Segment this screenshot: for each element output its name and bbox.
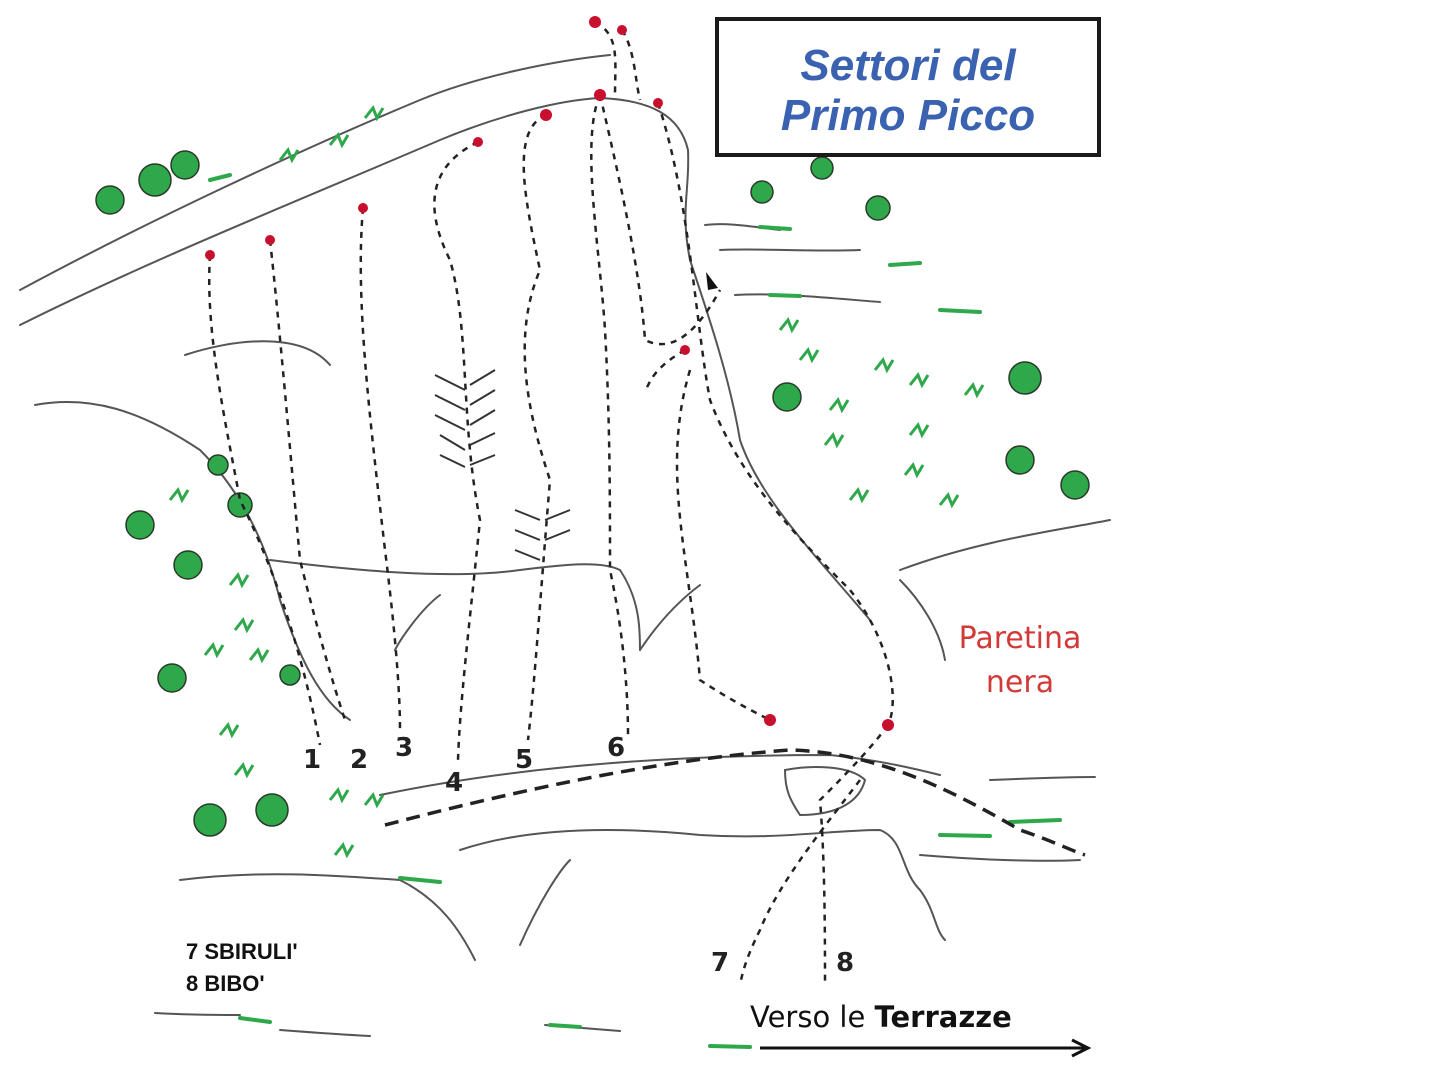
route-label-1: 1	[303, 745, 322, 775]
title-line-1: Settori del	[800, 41, 1016, 90]
trees	[95, 150, 1090, 837]
anchor-icon	[882, 719, 894, 731]
route-2-line	[268, 239, 347, 721]
route-label-5: 5	[515, 745, 534, 775]
rock-texture	[434, 369, 571, 561]
route-4-line	[433, 140, 482, 761]
anchor-icon	[653, 98, 663, 108]
sector-label: Paretina nera	[945, 617, 1095, 705]
route-1-line	[207, 254, 322, 746]
route-label-3: 3	[395, 733, 414, 763]
vegetation-strokes	[208, 173, 1062, 1049]
anchor-icon	[358, 203, 368, 213]
anchor-icon	[594, 89, 606, 101]
grass-tufts	[168, 105, 985, 859]
anchor-icon	[265, 235, 275, 245]
route-top-line	[594, 20, 722, 391]
route-label-4: 4	[445, 768, 464, 798]
anchor-icon	[473, 137, 483, 147]
sector-label-line-1: Paretina	[958, 621, 1082, 656]
anchor-icon	[540, 109, 552, 121]
route-5-line	[522, 113, 552, 741]
legend-item: 7 SBIRULI'	[186, 939, 298, 964]
anchor-icon	[680, 345, 690, 355]
route-right-line	[656, 102, 894, 726]
route-label-6: 6	[607, 733, 626, 763]
direction-label: Verso le Terrazze	[750, 1000, 1012, 1034]
anchor-icon	[589, 16, 601, 28]
direction-prefix: Verso le	[750, 1000, 866, 1034]
route-label-2: 2	[350, 745, 369, 775]
anchor-icon	[764, 714, 776, 726]
rock-outlines	[19, 54, 1111, 1037]
anchor-icon	[617, 25, 627, 35]
direction-arrow	[760, 1038, 1092, 1058]
direction-place: Terrazze	[874, 1000, 1012, 1034]
route-label-7: 7	[711, 948, 730, 978]
title-box: Settori del Primo Picco	[715, 17, 1101, 157]
anchor-points	[205, 16, 894, 731]
route-arrow-icon	[706, 272, 718, 290]
route-8-line	[818, 724, 890, 986]
route-label-8: 8	[836, 948, 855, 978]
title-line-2: Primo Picco	[780, 91, 1036, 140]
route-7-line	[675, 369, 861, 986]
route-legend: 7 SBIRULI' 8 BIBO'	[186, 936, 298, 1000]
route-6-line	[590, 94, 630, 736]
route-3-line	[359, 207, 402, 731]
anchor-icon	[205, 250, 215, 260]
sector-label-line-2: nera	[985, 665, 1055, 700]
climbing-routes	[207, 20, 894, 986]
approach-path	[384, 748, 1086, 857]
legend-item: 8 BIBO'	[186, 971, 265, 996]
